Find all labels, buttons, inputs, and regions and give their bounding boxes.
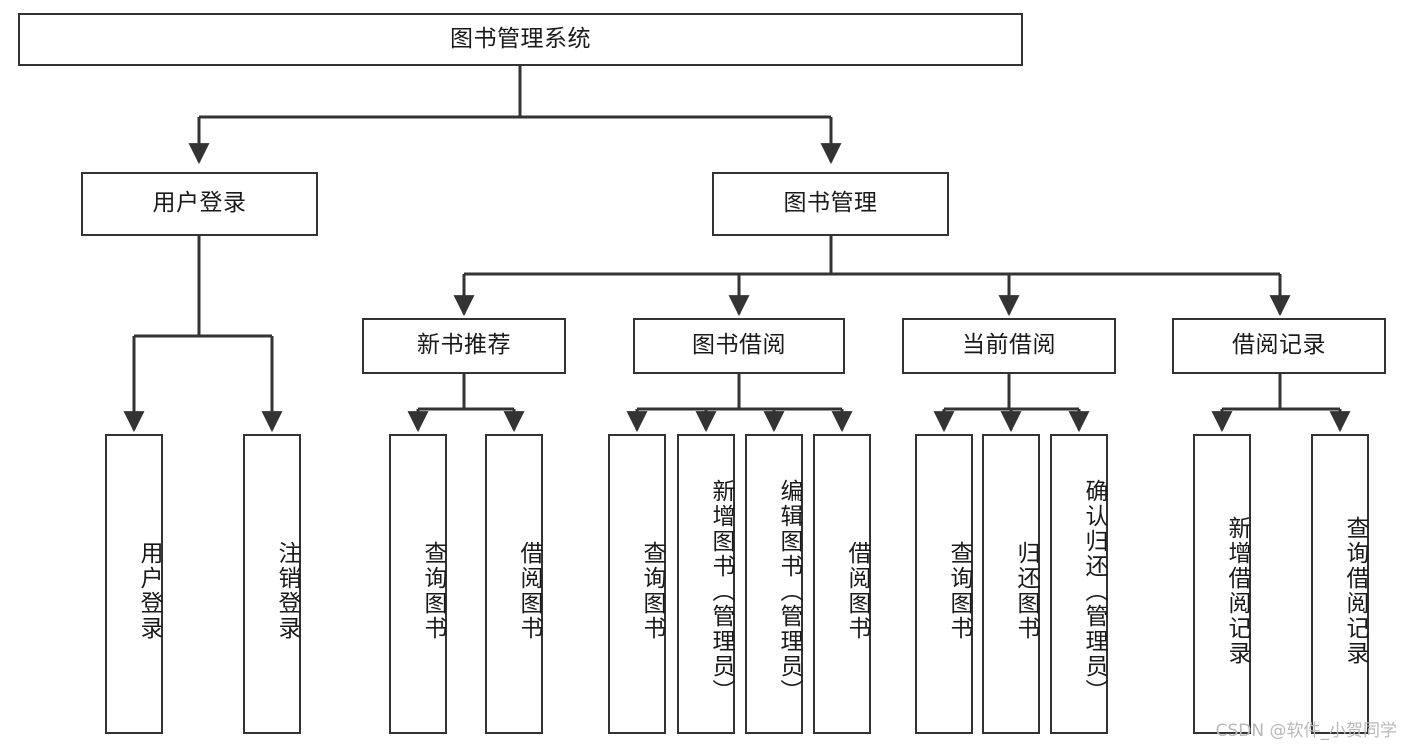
leaf-user-login-login[interactable]: 用户登录: [105, 434, 163, 734]
leaf-borrow-add-book-label: 新增图书（管理员）: [708, 478, 734, 704]
leaf-borrow-query[interactable]: 查询图书: [608, 434, 666, 734]
leaf-user-login-logout-label: 注销登录: [274, 541, 300, 641]
leaf-current-confirm-return[interactable]: 确认归还（管理员）: [1050, 434, 1108, 734]
watermark: CSDN @软件_小贺同学: [1215, 721, 1397, 741]
leaf-user-login-logout[interactable]: 注销登录: [243, 434, 301, 734]
leaf-new-books-query[interactable]: 查询图书: [389, 434, 447, 734]
leaf-new-books-query-label: 查询图书: [420, 541, 446, 641]
node-book-management-label: 图书管理: [783, 190, 878, 217]
node-new-book-recommend[interactable]: 新书推荐: [362, 318, 566, 374]
node-borrow-records[interactable]: 借阅记录: [1172, 318, 1386, 374]
node-new-book-recommend-label: 新书推荐: [417, 332, 511, 359]
leaf-current-query[interactable]: 查询图书: [915, 434, 973, 734]
leaf-user-login-login-label: 用户登录: [136, 541, 162, 641]
node-borrow-records-label: 借阅记录: [1232, 332, 1326, 359]
leaf-borrow-borrow-book-label: 借阅图书: [844, 541, 870, 641]
leaf-current-return[interactable]: 归还图书: [982, 434, 1040, 734]
node-current-borrow-label: 当前借阅: [962, 332, 1056, 359]
leaf-current-query-label: 查询图书: [946, 541, 972, 641]
leaf-records-add[interactable]: 新增借阅记录: [1193, 434, 1251, 734]
leaf-borrow-query-label: 查询图书: [639, 541, 665, 641]
node-book-borrow-label: 图书借阅: [692, 332, 786, 359]
leaf-new-books-borrow-label: 借阅图书: [516, 541, 542, 641]
leaf-records-add-label: 新增借阅记录: [1224, 516, 1250, 666]
leaf-records-query[interactable]: 查询借阅记录: [1311, 434, 1369, 734]
leaf-current-return-label: 归还图书: [1013, 541, 1039, 641]
leaf-current-confirm-return-label: 确认归还（管理员）: [1081, 478, 1107, 704]
leaf-borrow-edit-book[interactable]: 编辑图书（管理员）: [745, 434, 803, 734]
leaf-new-books-borrow[interactable]: 借阅图书: [485, 434, 543, 734]
leaf-borrow-borrow-book[interactable]: 借阅图书: [813, 434, 871, 734]
leaf-borrow-edit-book-label: 编辑图书（管理员）: [776, 478, 802, 704]
node-user-login-label: 用户登录: [152, 190, 247, 217]
node-root[interactable]: 图书管理系统: [18, 13, 1023, 66]
node-book-borrow[interactable]: 图书借阅: [633, 318, 845, 374]
leaf-records-query-label: 查询借阅记录: [1342, 516, 1368, 666]
node-current-borrow[interactable]: 当前借阅: [902, 318, 1116, 374]
node-book-management[interactable]: 图书管理: [712, 172, 949, 236]
node-user-login[interactable]: 用户登录: [81, 172, 318, 236]
leaf-borrow-add-book[interactable]: 新增图书（管理员）: [677, 434, 735, 734]
node-root-label: 图书管理系统: [450, 25, 591, 52]
